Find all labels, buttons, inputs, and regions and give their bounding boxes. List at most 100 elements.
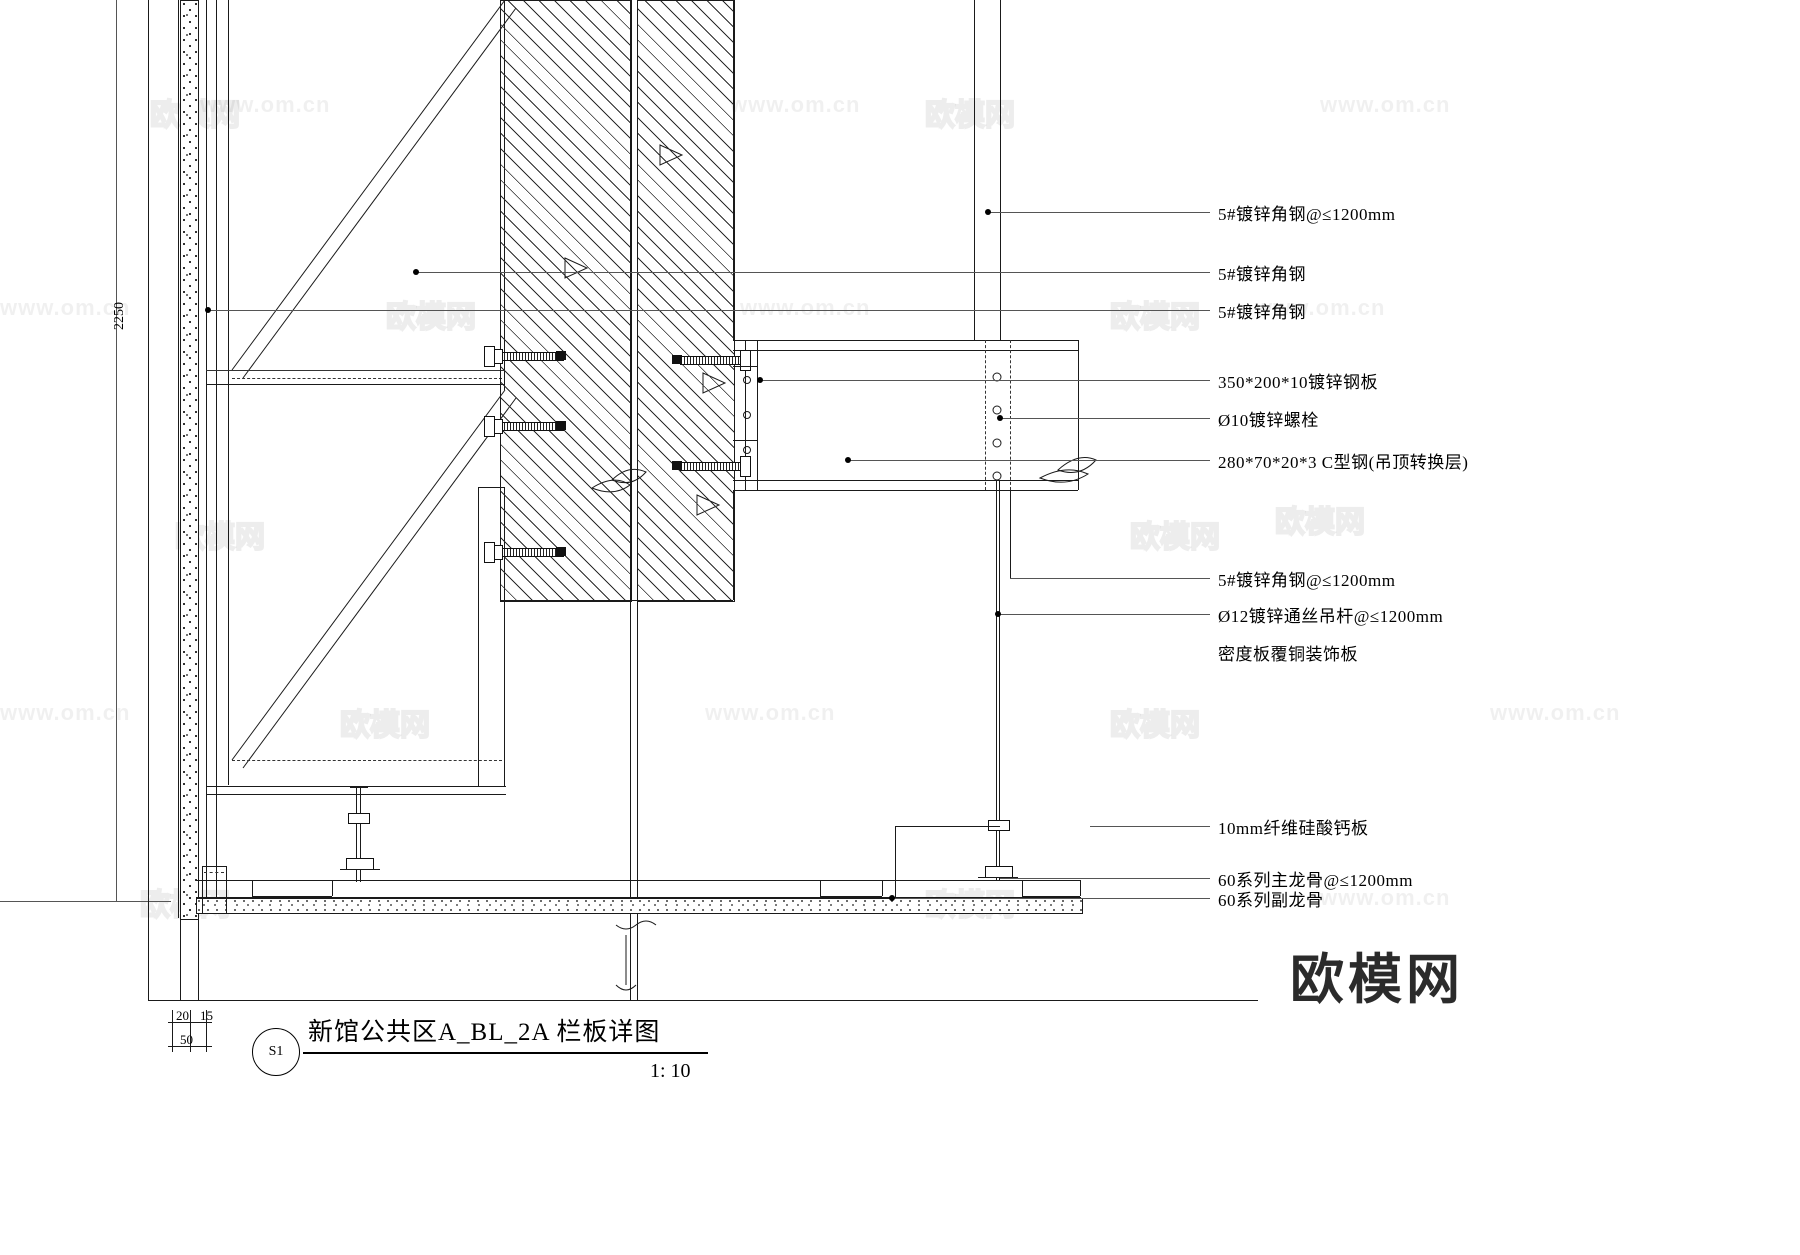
dim-value-20: 20	[176, 1008, 189, 1023]
watermark-brand: 欧模网	[1109, 300, 1201, 335]
wall-centerline-right	[637, 0, 638, 1000]
bolt-washer	[494, 545, 503, 560]
hanger-top-plate-left	[350, 787, 368, 788]
watermark-brand: 欧模网	[339, 708, 431, 743]
transfer-beam-bottom-flange	[733, 480, 1078, 481]
runner-left	[252, 880, 253, 896]
leader-bracket-angle-vertical	[1010, 490, 1011, 578]
annotation-9: 密度板覆铜装饰板	[1218, 645, 1358, 664]
plate-tick-1	[733, 366, 757, 367]
hanger-rod-left-edge	[360, 787, 361, 882]
steel-frame-horizontal-bottom	[206, 384, 504, 385]
base-bracket-left	[202, 866, 203, 914]
bolt-washer	[494, 349, 503, 364]
bolt-head	[556, 351, 566, 360]
concrete-wall-bottom-edge	[500, 600, 733, 601]
steel-frame-horizontal-edge	[206, 370, 504, 371]
concrete-wall-right-face	[733, 0, 734, 340]
base-bracket-right	[226, 866, 227, 914]
bolt-head	[556, 421, 566, 430]
ceiling-board-line-mid	[196, 897, 1081, 898]
leader-dot-6	[845, 457, 851, 463]
steel-frame-vertical-2	[216, 0, 217, 900]
leader-dot-1	[985, 209, 991, 215]
watermark-url: www.om.cn	[705, 700, 836, 725]
runner-bottom	[252, 896, 332, 897]
annotation-6: 280*70*20*3 C型钢(吊顶转换层)	[1218, 453, 1469, 472]
watermark-url: www.om.cn	[200, 92, 331, 117]
transfer-beam-end	[1078, 340, 1079, 490]
leader-dot-5	[997, 415, 1003, 421]
watermark-url: www.om.cn	[0, 700, 131, 725]
leader-line-8	[998, 614, 1210, 615]
base-bracket-top	[202, 866, 226, 867]
concrete-wall-right-face-lower	[733, 490, 734, 600]
panel-edge-lower-right	[504, 487, 505, 787]
dim-line-lower	[168, 1046, 212, 1047]
runner-left	[1022, 880, 1023, 896]
bolt-shank	[500, 548, 564, 557]
watermark-url: www.om.cn	[0, 295, 131, 320]
bolt-washer	[494, 419, 503, 434]
dim-value-15: 15	[200, 1008, 213, 1023]
leader-line-5	[1000, 418, 1210, 419]
bolt-shank	[500, 352, 564, 361]
leader-line-3	[208, 310, 1210, 311]
transfer-beam-top-flange	[733, 340, 1078, 341]
title-underline	[303, 1052, 708, 1054]
hanger-rod-left	[356, 787, 357, 882]
leader-line-11	[1000, 878, 1210, 879]
wall-extension-below-2	[198, 918, 199, 1000]
panel-cavity-outline-bottom	[232, 760, 502, 761]
drawing-scale: 1: 10	[650, 1060, 691, 1082]
hanger-turnbuckle-left	[348, 813, 370, 824]
hanger-rod	[996, 480, 997, 880]
drawing-title: 新馆公共区A_BL_2A 栏板详图	[308, 1019, 661, 1046]
runner-right	[332, 880, 333, 896]
bolt-nut	[740, 456, 751, 477]
leader-dot-4	[757, 377, 763, 383]
wall-face-line-outer	[178, 0, 179, 918]
leader-line-1	[988, 212, 1210, 213]
dim-line-upper	[168, 1022, 212, 1023]
bolt-shank	[500, 422, 564, 431]
watermark-url: www.om.cn	[1490, 700, 1621, 725]
leader-line-2	[416, 272, 1210, 273]
panel-bottom-rail-top	[206, 786, 506, 787]
leader-bracket-horizontal	[895, 826, 1000, 827]
transfer-beam-top-flange-inner	[733, 350, 1078, 351]
watermark-brand: 欧模网	[924, 98, 1016, 133]
dimension-tick-bottom	[96, 901, 171, 902]
detail-tag[interactable]: S1	[252, 1028, 300, 1076]
hanger-turnbuckle	[988, 820, 1010, 831]
watermark-url: www.om.cn	[740, 295, 871, 320]
detail-tag-label: S1	[268, 1044, 284, 1059]
bracket-plate-right	[757, 340, 758, 490]
insulation-layer	[180, 0, 199, 920]
leader-bracket-vertical	[895, 826, 896, 910]
leader-line-6	[848, 460, 1210, 461]
hanger-rod-edge	[999, 480, 1000, 880]
bolt-head	[556, 547, 566, 556]
leader-dot-2	[413, 269, 419, 275]
ceiling-suspension-top-line	[974, 0, 975, 340]
runner-bottom	[820, 896, 882, 897]
annotation-4: 350*200*10镀锌钢板	[1218, 373, 1378, 392]
watermark-brand: 欧模网	[1109, 708, 1201, 743]
bolt-nut	[740, 350, 751, 371]
panel-cavity-outline-top	[232, 378, 502, 379]
watermark-brand: 欧模网	[1274, 505, 1366, 540]
base-bracket-hidden	[204, 872, 224, 873]
dim-value-50: 50	[180, 1032, 193, 1047]
dim-extension-2	[190, 1010, 191, 1052]
ceiling-board-fill	[196, 898, 1083, 914]
outer-boundary-bottom	[148, 1000, 1258, 1001]
bolt-head	[672, 355, 682, 364]
runner-top	[820, 880, 882, 881]
wall-extension-below	[180, 918, 181, 1000]
watermark-brand: 欧模网	[1129, 520, 1221, 555]
wall-face-line-inner	[198, 0, 199, 918]
runner-right	[882, 880, 883, 896]
main-runner-top	[978, 877, 1018, 878]
